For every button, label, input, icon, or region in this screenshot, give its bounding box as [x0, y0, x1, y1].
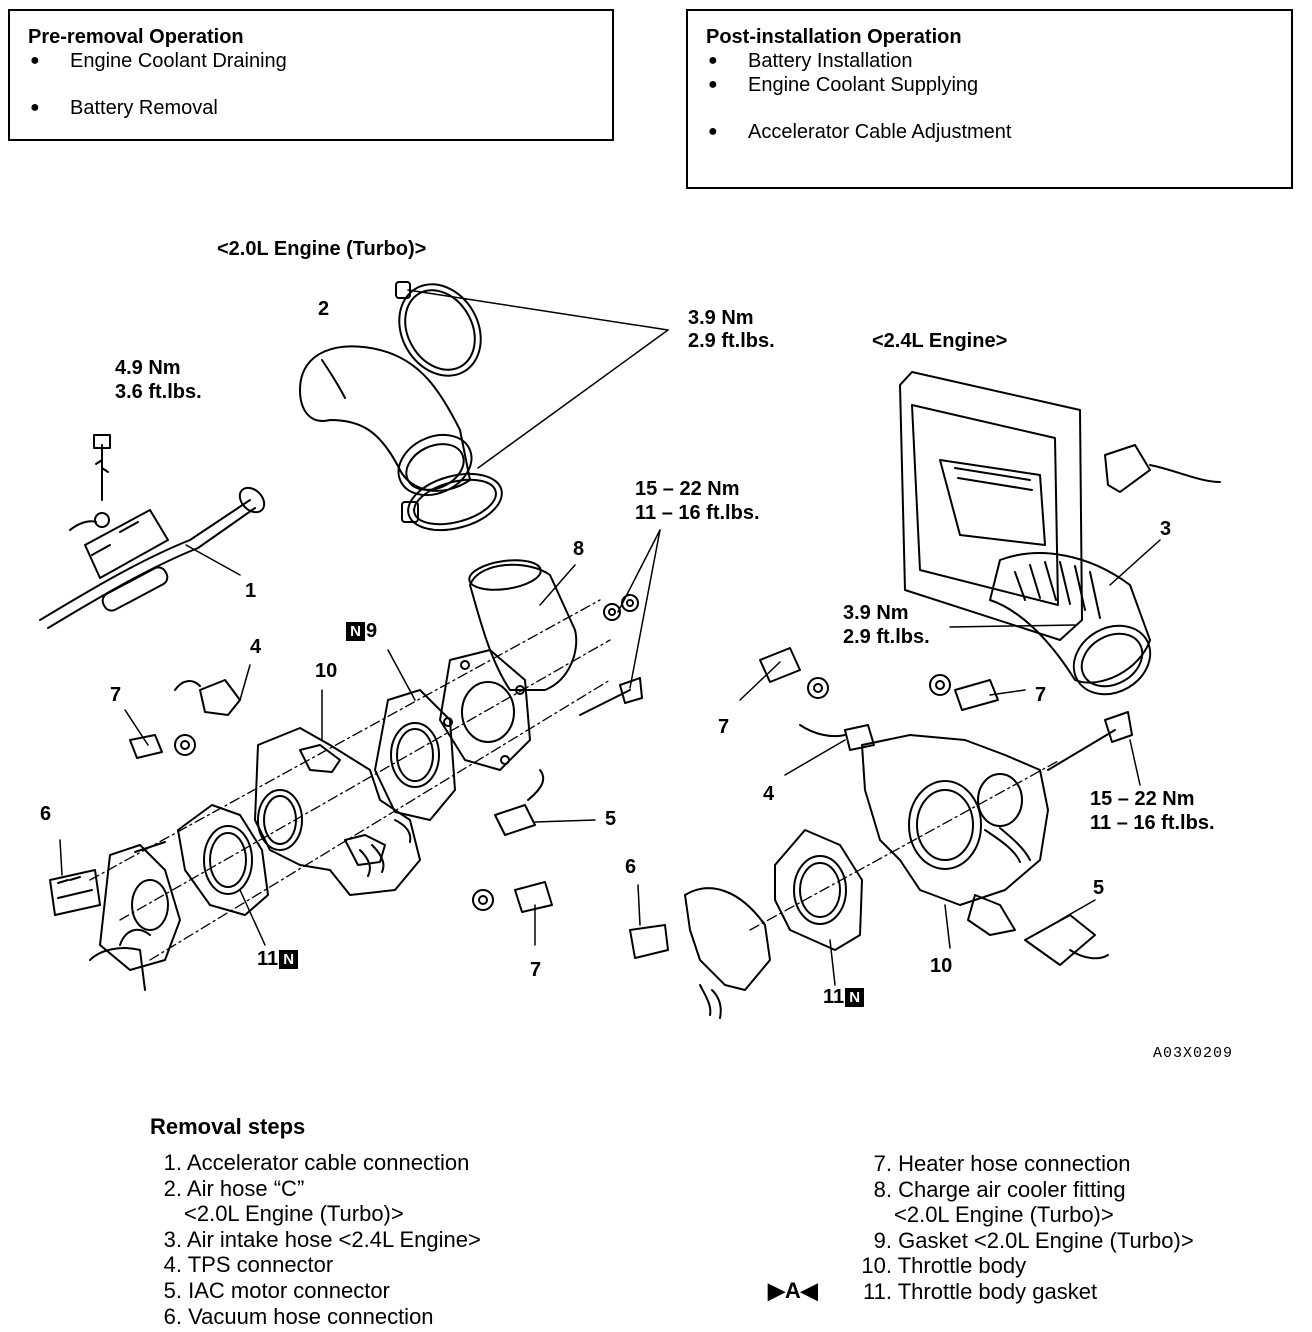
pre-removal-item: Engine Coolant Draining: [28, 49, 594, 73]
step-row: 6. Vacuum hose connection: [163, 1303, 434, 1329]
step-row: <2.0L Engine (Turbo)>: [184, 1201, 404, 1227]
accelerator-cable-drawing: [39, 434, 266, 629]
torque-intake-ft: 2.9 ft.lbs.: [843, 626, 930, 648]
post-installation-item: Engine Coolant Supplying: [706, 73, 1273, 97]
callout-6-engine24: 6: [625, 856, 637, 878]
torque-throttle-nm: 15 – 22 Nm: [1090, 788, 1195, 810]
turbo-throttle-body-drawing: [49, 529, 661, 991]
torque-throttle-ft: 11 – 16 ft.lbs.: [1090, 812, 1215, 834]
pre-removal-title: Pre-removal Operation: [28, 26, 244, 48]
step-row: 4. TPS connector: [163, 1252, 334, 1278]
step-row: 7. Heater hose connection: [873, 1151, 1131, 1176]
post-installation-item: Battery Installation: [706, 49, 1273, 73]
step-row: <2.0L Engine (Turbo)>: [894, 1202, 1114, 1228]
callout-7-engine24-b: 7: [1035, 684, 1047, 706]
hose-clamp-lower: [401, 472, 503, 532]
turbo-engine-label: <2.0L Engine (Turbo)>: [217, 238, 427, 260]
air-hose-c-drawing: [299, 345, 473, 497]
callout-10-engine24: 10: [930, 955, 953, 977]
callout-4-turbo: 4: [250, 636, 262, 658]
pre-removal-item: Battery Removal: [28, 96, 594, 120]
figure-code: A03X0209: [1153, 1045, 1234, 1062]
torque-fitting-ft: 11 – 16 ft.lbs.: [635, 502, 760, 524]
new-part-badge: N: [845, 988, 865, 1007]
step-row: 10. Throttle body: [861, 1253, 1027, 1279]
callout-3: 3: [1160, 518, 1172, 540]
exploded-diagram: [39, 281, 1221, 1019]
step-row: 3. Air intake hose <2.4L Engine>: [163, 1226, 481, 1252]
pre-removal-box: Pre-removal Operation Engine Coolant Dra…: [8, 9, 614, 141]
removal-steps-left: 1. Accelerator cable connection 2. Air h…: [148, 1150, 481, 1329]
post-installation-title: Post-installation Operation: [706, 26, 962, 48]
callout-6-turbo: 6: [40, 803, 52, 825]
new-part-badge: N: [279, 950, 299, 969]
torque-cable-nm: 4.9 Nm: [115, 357, 181, 379]
removal-steps-title: Removal steps: [150, 1114, 306, 1139]
service-point-marker: ▶A◀: [768, 1278, 818, 1303]
callout-5-engine24: 5: [1093, 877, 1105, 899]
torque-clamp-ft: 2.9 ft.lbs.: [688, 330, 775, 352]
step-row: 2. Air hose “C”: [163, 1175, 305, 1201]
engine24-label: <2.4L Engine>: [872, 330, 1008, 352]
new-part-badge: N: [346, 622, 365, 641]
callout-8: 8: [573, 538, 585, 560]
step-row: 8. Charge air cooler fitting: [873, 1176, 1126, 1202]
hose-clamp-upper: [395, 281, 482, 377]
removal-steps-right: 7. Heater hose connection 8. Charge air …: [858, 1151, 1194, 1305]
step-row: 11. Throttle body gasket: [863, 1278, 1098, 1304]
callout-2: 2: [318, 298, 330, 320]
step-row: 1. Accelerator cable connection: [163, 1150, 470, 1175]
torque-intake-nm: 3.9 Nm: [843, 602, 909, 624]
torque-cable-ft: 3.6 ft.lbs.: [115, 381, 202, 403]
callout-4-engine24: 4: [763, 783, 775, 805]
torque-fitting-nm: 15 – 22 Nm: [635, 478, 740, 500]
engine24-drawing: [629, 371, 1221, 1019]
step-row: 5. IAC motor connector: [163, 1277, 390, 1303]
callout-7-turbo-b: 7: [530, 959, 542, 981]
callout-1: 1: [245, 580, 257, 602]
callout-7-turbo-a: 7: [110, 684, 122, 706]
post-installation-item: Accelerator Cable Adjustment: [706, 120, 1273, 144]
step-row: 9. Gasket <2.0L Engine (Turbo)>: [873, 1227, 1194, 1253]
post-installation-box: Post-installation Operation Battery Inst…: [686, 9, 1293, 189]
torque-clamp-nm: 3.9 Nm: [688, 307, 754, 329]
callout-10-turbo: 10: [315, 660, 338, 682]
callout-5-turbo: 5: [605, 808, 617, 830]
callout-7-engine24-a: 7: [718, 716, 730, 738]
